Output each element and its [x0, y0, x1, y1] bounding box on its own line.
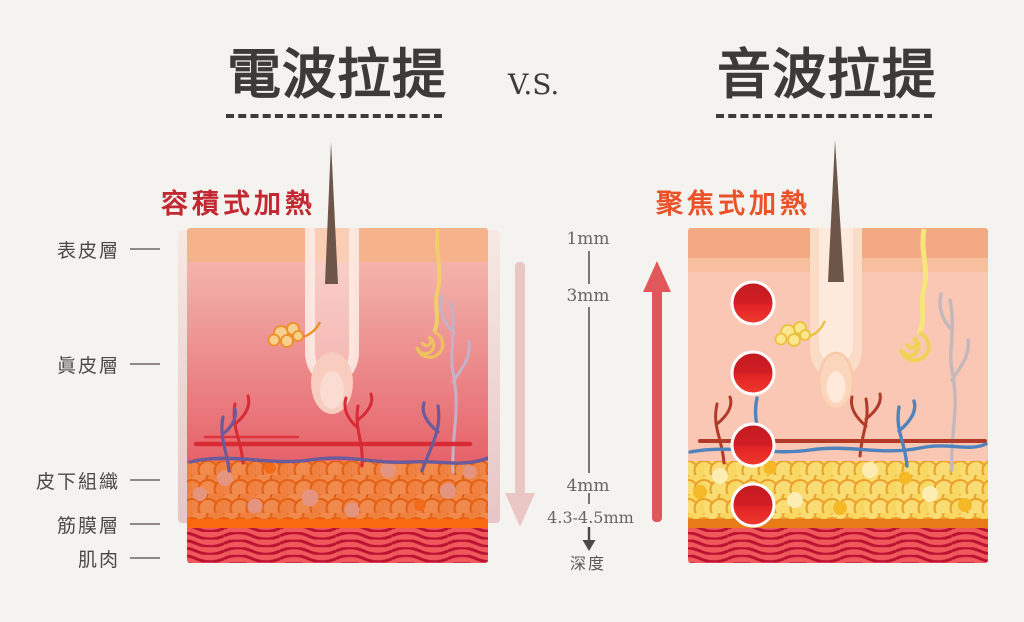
- hair-shaft-right: [828, 140, 844, 282]
- left-title-underline: [226, 114, 442, 118]
- focus-point-3: [730, 422, 776, 468]
- hair-shaft-left: [325, 142, 338, 284]
- layer-leader-line: [130, 557, 160, 559]
- sebaceous-gland-right: [774, 320, 827, 347]
- down-arrow-icon: [505, 262, 535, 527]
- skin-diagram-left: [178, 142, 500, 563]
- focus-energy-points: [730, 280, 776, 528]
- focus-point-2: [730, 350, 776, 396]
- depth-caption: 深度: [569, 556, 606, 573]
- depth-mark-3mm: 3mm: [566, 286, 610, 306]
- right-title: 音波拉提: [717, 45, 937, 105]
- layer-label-fascia: 筋膜層: [56, 516, 120, 537]
- layer-label-dermis: 眞皮層: [56, 356, 120, 377]
- sweat-gland-right: [899, 228, 931, 363]
- sebaceous-gland-left: [267, 321, 322, 348]
- right-title-underline: [716, 114, 932, 118]
- layer-label-epidermis: 表皮層: [56, 241, 120, 262]
- layer-leader-line: [130, 248, 160, 250]
- layer-leader-line: [130, 479, 160, 481]
- versus-label: V.S.: [508, 68, 560, 101]
- muscle-waves-right: [688, 528, 988, 563]
- right-heating-label: 聚焦式加熱: [656, 189, 811, 219]
- hair-follicle-left: [305, 228, 359, 414]
- skin-diagram-right: [688, 140, 988, 563]
- layer-label-muscle: 肌肉: [77, 550, 120, 571]
- focus-point-4: [730, 482, 776, 528]
- focus-point-1: [730, 280, 776, 326]
- muscle-waves-left: [187, 528, 488, 563]
- depth-mark-1mm: 1mm: [566, 229, 610, 249]
- depth-mark-4.3-4.5mm: 4.3-4.5mm: [547, 508, 634, 527]
- fascia-layer-right: [688, 519, 988, 528]
- hair-follicle-right: [810, 228, 862, 411]
- layer-label-subcutaneous: 皮下組織: [35, 472, 120, 493]
- layer-leader-line: [130, 523, 160, 525]
- left-heating-label: 容積式加熱: [161, 189, 316, 219]
- fascia-layer-left: [187, 519, 488, 528]
- fat-lobules-left: [193, 462, 477, 518]
- fat-layer-left: [187, 461, 488, 519]
- blood-vessels-left: [188, 392, 488, 473]
- depth-down-arrow-icon: [582, 527, 596, 551]
- layer-leader-line: [130, 363, 160, 365]
- sweat-gland-left: [415, 228, 445, 359]
- up-arrow-icon: [643, 261, 671, 522]
- left-title: 電波拉提: [227, 45, 447, 105]
- depth-mark-4mm: 4mm: [566, 476, 610, 496]
